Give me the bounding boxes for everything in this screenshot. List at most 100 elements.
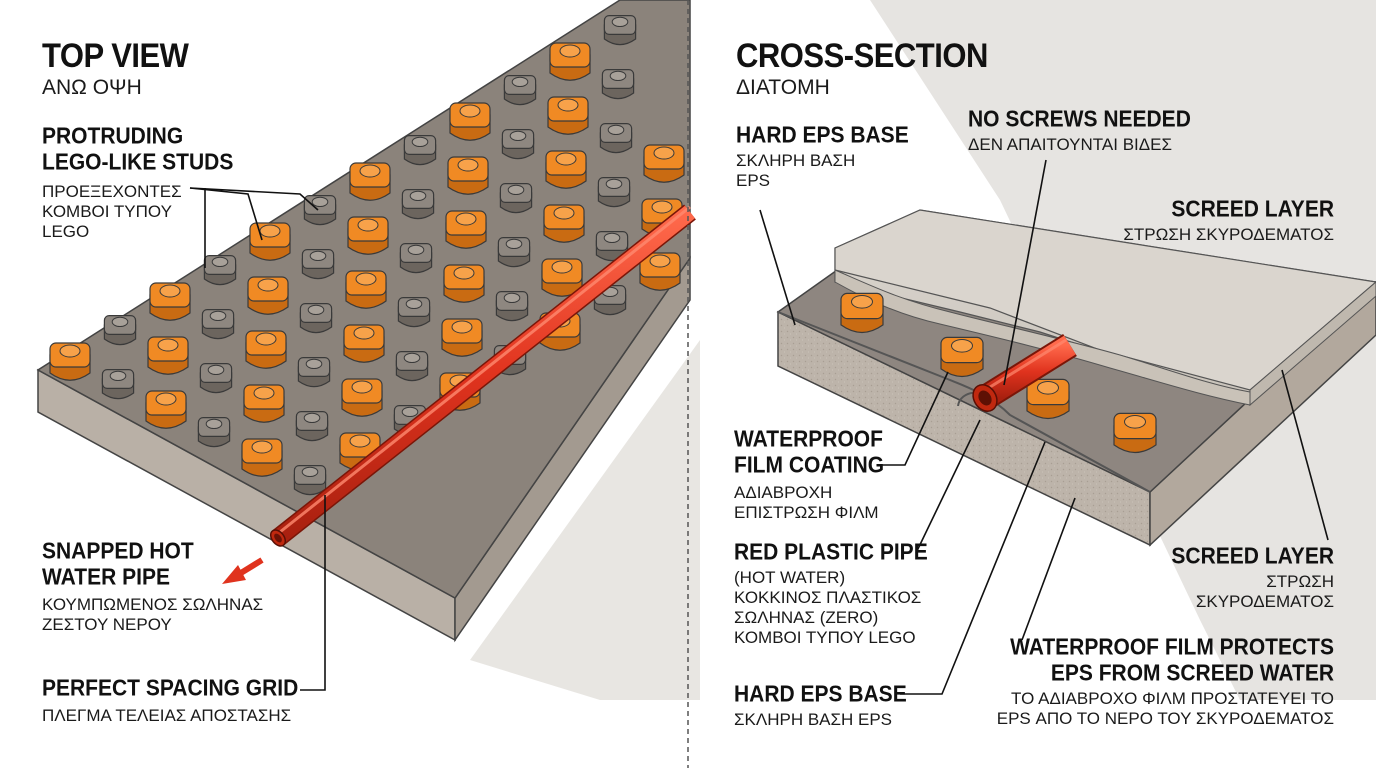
eps-top-label: HARD EPS BASE ΣΚΛΗΡΗ ΒΑΣΗ EPS	[736, 123, 909, 190]
pipe-heading-line-2: WATER PIPE	[42, 564, 170, 590]
orange-stud	[249, 222, 291, 261]
film-label: WATERPROOF FILM COATING ΑΔΙΑΒΡΟΧΗ ΕΠΙΣΤΡ…	[734, 426, 885, 522]
protects-greek-line-1: ΤΟ ΑΔΙΑΒΡΟΧΟ ΦΙΛΜ ΠΡΟΣΤΑΤΕΥΕΙ ΤΟ	[1011, 689, 1334, 709]
film-heading-line-1: WATERPROOF	[734, 426, 883, 452]
cross-section-panel	[776, 0, 1376, 700]
orange-stud	[940, 336, 984, 378]
screed-bottom-label: SCREED LAYER ΣΤΡΩΣΗ ΣΚΥΡΟΔΕΜΑΤΟΣ	[1171, 543, 1334, 611]
protects-label: WATERPROOF FILM PROTECTS EPS FROM SCREED…	[997, 634, 1334, 728]
eps-bottom-label: HARD EPS BASE ΣΚΛΗΡΗ ΒΑΣΗ EPS	[734, 681, 907, 730]
grey-stud	[601, 69, 635, 100]
protects-heading-line-2: EPS FROM SCREED WATER	[1050, 660, 1334, 686]
cross-section-title-greek: ΔΙΑΤΟΜΗ	[736, 75, 830, 99]
orange-stud	[149, 282, 191, 321]
screed-front-edge	[834, 269, 1251, 406]
grey-stud	[497, 237, 531, 268]
orange-stud	[840, 292, 884, 334]
no-screws-heading: NO SCREWS NEEDED	[968, 106, 1191, 132]
orange-stud	[541, 258, 583, 297]
orange-stud	[639, 252, 681, 291]
orange-stud	[547, 96, 589, 135]
orange-stud	[343, 324, 385, 363]
grey-stud	[103, 315, 137, 346]
grey-stud	[595, 231, 629, 262]
studs-heading-line-1: PROTRUDING	[42, 123, 184, 149]
grey-stud	[199, 363, 233, 394]
screed-slab-surface	[834, 209, 1376, 391]
grey-stud	[495, 291, 529, 322]
grey-stud	[201, 309, 235, 340]
orange-stud	[447, 156, 489, 195]
orange-stud	[341, 378, 383, 417]
pipe-direction-arrow-icon	[222, 557, 264, 584]
orange-stud	[345, 270, 387, 309]
pipe-heading-line-1: SNAPPED HOT	[42, 538, 194, 564]
grey-stud	[599, 123, 633, 154]
grey-stud	[293, 465, 327, 496]
eps-top-greek-line-1: ΣΚΛΗΡΗ ΒΑΣΗ	[736, 151, 856, 171]
orange-stud	[145, 390, 187, 429]
leader-lines	[189, 159, 1329, 695]
board-shadow	[470, 340, 700, 700]
no-screws-greek: ΔΕΝ ΑΠΑΙΤΟΥΝΤΑΙ ΒΙΔΕΣ	[968, 135, 1172, 155]
grey-stud	[597, 177, 631, 208]
orange-stud	[545, 150, 587, 189]
grey-stud	[203, 255, 237, 286]
orange-stud	[241, 438, 283, 477]
orange-stud	[445, 210, 487, 249]
cross-section-title: CROSS-SECTION	[736, 35, 988, 75]
stud-row	[840, 292, 1157, 454]
grey-stud	[501, 129, 535, 160]
top-view-title-block: TOP VIEW ΑΝΩ ΟΨΗ	[42, 35, 189, 99]
red-pipe-label: RED PLASTIC PIPE (HOT WATER) ΚΟΚΚΙΝΟΣ ΠΛ…	[734, 539, 928, 647]
studs-greek-line-3: LEGO	[42, 221, 90, 241]
red-pipe-line-1: (HOT WATER)	[734, 568, 846, 588]
red-pipe-line-3: ΣΩΛΗΝΑΣ (ZERO)	[734, 607, 879, 627]
red-pipe-line-2: ΚΟΚΚΙΝΟΣ ΠΛΑΣΤΙΚΟΣ	[734, 587, 922, 607]
orange-stud	[147, 336, 189, 375]
top-view-panel	[36, 0, 700, 700]
grey-stud	[397, 297, 431, 328]
pipe-greek-line-1: ΚΟΥΜΠΩΜΕΝΟΣ ΣΩΛΗΝΑΣ	[42, 595, 264, 615]
pipe-label: SNAPPED HOT WATER PIPE ΚΟΥΜΠΩΜΕΝΟΣ ΣΩΛΗΝ…	[42, 538, 264, 634]
grey-stud	[197, 417, 231, 448]
cross-section-title-block: CROSS-SECTION ΔΙΑΤΟΜΗ	[736, 35, 988, 99]
grid-label: PERFECT SPACING GRID ΠΛΕΓΜΑ ΤΕΛΕΙΑΣ ΑΠΟΣ…	[42, 675, 299, 726]
eps-bottom-heading: HARD EPS BASE	[734, 681, 907, 707]
film-heading-line-2: FILM COATING	[734, 452, 885, 478]
orange-stud	[247, 276, 289, 315]
eps-bottom-greek: ΣΚΛΗΡΗ ΒΑΣΗ EPS	[734, 710, 893, 730]
screed-bottom-heading: SCREED LAYER	[1171, 543, 1334, 569]
hot-water-pipe	[269, 204, 696, 547]
grey-stud	[603, 15, 637, 46]
top-view-title: TOP VIEW	[42, 35, 189, 75]
grey-stud	[395, 351, 429, 382]
red-pipe-line-4: ΚΟΜΒΟΙ ΤΥΠΟΥ LEGO	[734, 627, 916, 647]
orange-stud	[347, 216, 389, 255]
orange-stud	[349, 162, 391, 201]
orange-stud	[49, 342, 91, 381]
grey-stud	[101, 369, 135, 400]
cross-section-pipe	[957, 333, 1077, 412]
orange-stud	[443, 264, 485, 303]
orange-stud	[543, 204, 585, 243]
red-pipe-heading: RED PLASTIC PIPE	[734, 539, 928, 565]
grey-stud	[503, 75, 537, 106]
orange-stud	[643, 144, 685, 183]
grid-greek: ΠΛΕΓΜΑ ΤΕΛΕΙΑΣ ΑΠΟΣΤΑΣΗΣ	[42, 706, 292, 726]
film-greek-line-1: ΑΔΙΑΒΡΟΧΗ	[734, 483, 833, 503]
top-view-title-greek: ΑΝΩ ΟΨΗ	[42, 75, 142, 99]
screed-bottom-greek-line-2: ΣΚΥΡΟΔΕΜΑΤΟΣ	[1195, 591, 1334, 611]
studs-label: PROTRUDING LEGO-LIKE STUDS ΠΡΟΕΞΕΧΟΝΤΕΣ …	[42, 123, 233, 241]
orange-stud	[1113, 412, 1157, 454]
pipe-greek-line-2: ΖΕΣΤΟΥ ΝΕΡΟΥ	[42, 614, 172, 634]
grey-stud	[499, 183, 533, 214]
protects-heading-line-1: WATERPROOF FILM PROTECTS	[1010, 634, 1334, 660]
grid-heading: PERFECT SPACING GRID	[42, 675, 299, 701]
film-greek-line-2: ΕΠΙΣΤΡΩΣΗ ΦΙΛΜ	[734, 502, 879, 522]
studs-greek-line-2: ΚΟΜΒΟΙ ΤΥΠΟΥ	[42, 201, 172, 221]
orange-stud	[441, 318, 483, 357]
screed-bottom-greek-line-1: ΣΤΡΩΣΗ	[1266, 572, 1334, 592]
screed-top-heading: SCREED LAYER	[1171, 196, 1334, 222]
